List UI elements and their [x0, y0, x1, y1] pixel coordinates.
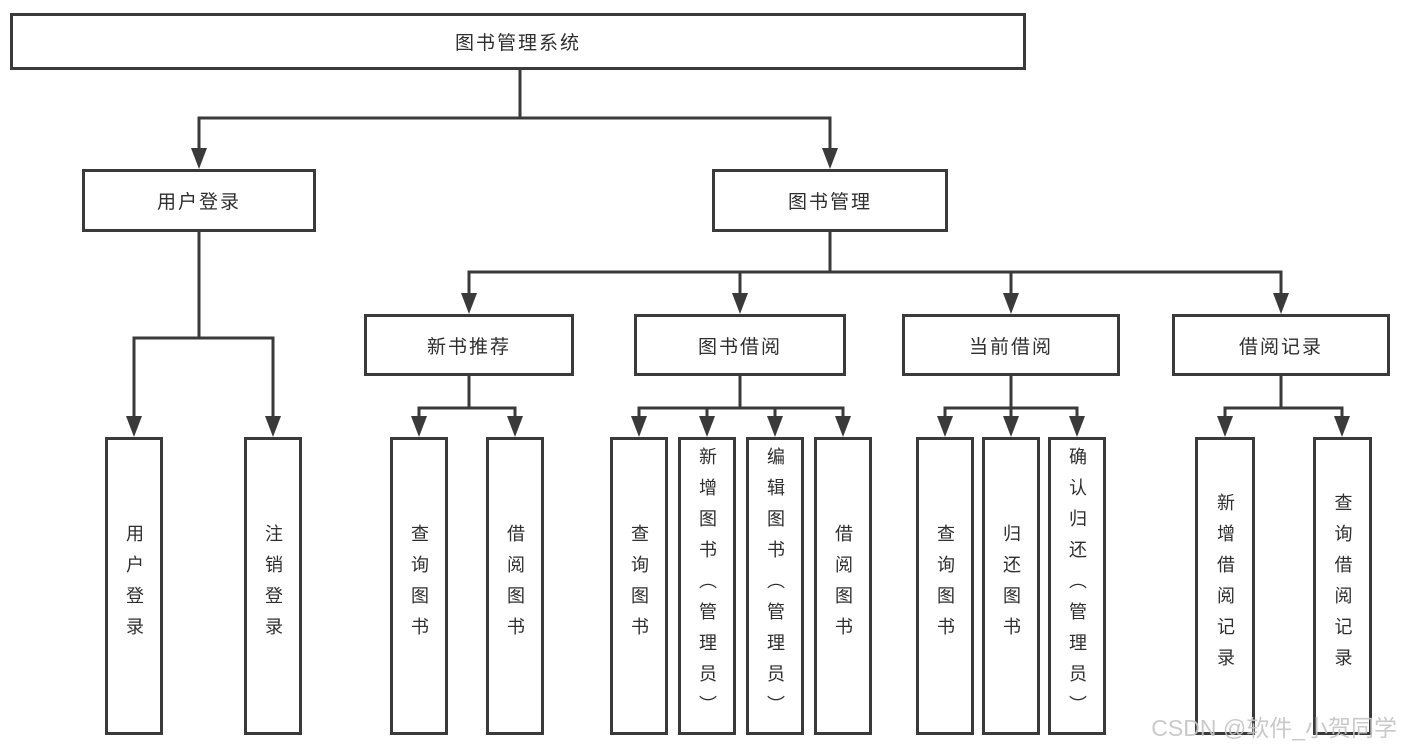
arrow-down-icon [1273, 293, 1289, 314]
arrow-down-icon [507, 416, 523, 437]
arrow-down-icon [191, 148, 207, 169]
csdn-watermark: CSDN @软件_小贺同学 [1151, 715, 1397, 741]
leaf-label: 新增图书（管理员） [697, 446, 717, 726]
leaf-label: 编辑图书（管理员） [765, 446, 785, 726]
leaf-return-books: 归还图书 [982, 437, 1040, 735]
leaf-edit-books-admin: 编辑图书（管理员） [746, 437, 804, 735]
leaf-query-books-recommend: 查询图书 [390, 437, 448, 735]
arrow-down-icon [411, 416, 427, 437]
arrow-down-icon [699, 416, 715, 437]
node-label: 借阅记录 [1238, 336, 1323, 358]
arrow-down-icon [1069, 416, 1085, 437]
node-label: 图书借阅 [697, 336, 782, 358]
node-book-management-branch: 图书管理 [712, 169, 948, 232]
leaf-borrow-books-recommend: 借阅图书 [486, 437, 544, 735]
leaf-query-borrow-record: 查询借阅记录 [1313, 437, 1372, 735]
node-library-management-system: 图书管理系统 [10, 13, 1026, 70]
leaf-label: 新增借阅记录 [1215, 493, 1235, 679]
arrow-down-icon [126, 416, 142, 437]
arrow-down-icon [1003, 416, 1019, 437]
leaf-label: 注销登录 [263, 524, 283, 648]
leaf-label: 查询图书 [409, 524, 429, 648]
node-label: 当前借阅 [968, 336, 1053, 358]
node-current-borrowing: 当前借阅 [902, 314, 1120, 376]
arrow-down-icon [1334, 416, 1350, 437]
arrow-down-icon [265, 416, 281, 437]
leaf-add-books-admin: 新增图书（管理员） [678, 437, 736, 735]
arrow-down-icon [1217, 416, 1233, 437]
node-label: 新书推荐 [426, 336, 511, 358]
leaf-label: 用户登录 [124, 524, 144, 648]
leaf-borrow-books-borrowing: 借阅图书 [814, 437, 872, 735]
arrow-down-icon [835, 416, 851, 437]
leaf-label: 查询图书 [629, 524, 649, 648]
leaf-logout: 注销登录 [244, 437, 302, 735]
leaf-query-books-current: 查询图书 [916, 437, 974, 735]
arrow-down-icon [631, 416, 647, 437]
node-label: 图书管理系统 [454, 33, 581, 54]
leaf-label: 查询借阅记录 [1332, 493, 1353, 679]
arrow-down-icon [461, 293, 477, 314]
arrow-down-icon [732, 293, 748, 314]
arrow-down-icon [822, 148, 838, 169]
leaf-label: 借阅图书 [833, 524, 853, 648]
leaf-label: 查询图书 [935, 524, 955, 648]
leaf-user-login: 用户登录 [105, 437, 163, 735]
node-book-borrowing: 图书借阅 [634, 314, 846, 376]
leaf-confirm-return-admin: 确认归还（管理员） [1048, 437, 1106, 735]
leaf-add-borrow-record: 新增借阅记录 [1195, 437, 1255, 735]
node-user-login-branch: 用户登录 [82, 169, 316, 232]
node-borrowing-records: 借阅记录 [1172, 314, 1390, 376]
arrow-down-icon [767, 416, 783, 437]
arrow-down-icon [1003, 293, 1019, 314]
arrow-down-icon [937, 416, 953, 437]
leaf-label: 确认归还（管理员） [1067, 446, 1087, 726]
leaf-label: 借阅图书 [505, 524, 525, 648]
node-label: 用户登录 [156, 192, 241, 213]
leaf-label: 归还图书 [1001, 524, 1021, 648]
node-label: 图书管理 [787, 192, 872, 213]
node-new-book-recommendation: 新书推荐 [364, 314, 574, 376]
leaf-query-books-borrowing: 查询图书 [610, 437, 668, 735]
